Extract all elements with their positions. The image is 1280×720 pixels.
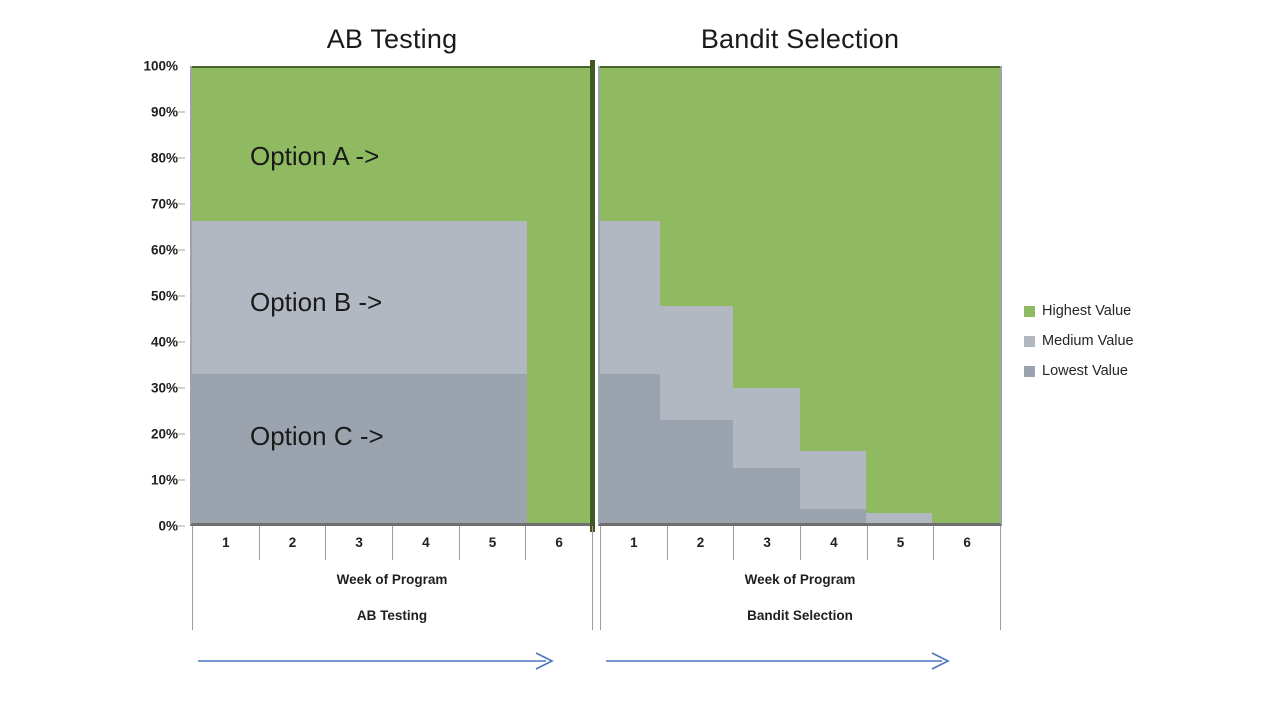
legend-swatch-icon xyxy=(1024,305,1035,317)
panel-title-bandit-selection: Bandit Selection xyxy=(700,24,900,54)
y-axis-tick-label: 60% xyxy=(150,242,178,258)
x-axis-tick-ab-week-2: 2 xyxy=(258,526,326,560)
x-axis-tick-ab-week-1: 1 xyxy=(192,526,259,560)
area-medium-bandit-step5 xyxy=(866,513,932,524)
legend-label: Highest Value xyxy=(1042,303,1132,319)
y-axis-tick-label: 10% xyxy=(150,472,178,488)
annotation-option-b: Option B -> xyxy=(250,287,383,317)
panel-title-ab-testing: AB Testing xyxy=(326,24,458,54)
progression-arrow-ab xyxy=(198,652,554,670)
legend-swatch-icon xyxy=(1024,365,1035,377)
y-axis-tick-label: 50% xyxy=(150,288,178,304)
y-axis-tick-label: 70% xyxy=(150,196,178,212)
legend-label: Lowest Value xyxy=(1042,363,1128,379)
y-axis-tick-mark xyxy=(178,341,185,343)
group-bracket-ab-right xyxy=(592,526,593,630)
x-axis-tick-bandit-week-3: 3 xyxy=(733,526,800,560)
legend-label: Medium Value xyxy=(1042,333,1134,349)
y-axis-tick-mark xyxy=(178,157,185,159)
y-axis-tick-label: 30% xyxy=(150,380,178,396)
x-axis-tick-bandit-week-5: 5 xyxy=(866,526,934,560)
x-axis-sublabel-ab: AB Testing xyxy=(356,608,428,623)
y-axis-tick-label: 90% xyxy=(150,104,178,120)
legend-item[interactable]: Medium Value xyxy=(1024,326,1134,356)
group-bracket-bandit-right xyxy=(1000,526,1001,630)
group-bracket-bandit-left xyxy=(600,526,601,630)
legend-item[interactable]: Highest Value xyxy=(1024,296,1134,326)
x-axis-tick-ab-week-4: 4 xyxy=(392,526,459,560)
plot-area-bandit-selection xyxy=(600,66,1000,524)
x-axis-tick-ab-week-5: 5 xyxy=(458,526,526,560)
x-axis-tick-bandit-week-4: 4 xyxy=(800,526,867,560)
y-axis-tick-mark xyxy=(178,387,185,389)
progression-arrow-bandit xyxy=(606,652,950,670)
group-bracket-ab-left xyxy=(192,526,193,630)
x-axis-tick-bandit-week-6: 6 xyxy=(933,526,1000,560)
x-axis-tick-bandit-week-2: 2 xyxy=(666,526,734,560)
y-axis-tick-label: 20% xyxy=(150,426,178,442)
area-medium-bandit-step2 xyxy=(660,306,733,438)
area-medium-bandit-step1 xyxy=(600,221,660,374)
panel-divider xyxy=(590,60,595,532)
x-axis-sublabel-bandit: Bandit Selection xyxy=(747,608,853,623)
y-axis: 100% 90% 80% 70% 60% 50% 40% 30% 20% 10% 0% xyxy=(120,58,186,534)
y-axis-tick-label: 40% xyxy=(150,334,178,350)
area-lowest-bandit-step4 xyxy=(800,509,866,524)
annotation-option-a: Option A -> xyxy=(250,141,380,171)
y-axis-tick-label: 100% xyxy=(143,58,178,74)
y-axis-tick-mark xyxy=(178,479,185,481)
area-lowest-bandit-step3 xyxy=(733,468,800,524)
area-lowest-ab xyxy=(192,374,527,524)
legend-item[interactable]: Lowest Value xyxy=(1024,356,1134,386)
y-axis-tick-mark xyxy=(178,433,185,435)
area-medium-bandit-step3 xyxy=(733,388,800,476)
area-lowest-bandit-step1 xyxy=(600,374,660,524)
x-axis-tick-ab-week-3: 3 xyxy=(325,526,392,560)
y-axis-tick-mark xyxy=(178,295,185,297)
area-lowest-bandit-step2 xyxy=(660,420,733,524)
area-medium-ab xyxy=(192,221,527,374)
area-highest-ab xyxy=(192,68,527,221)
y-axis-tick-mark xyxy=(178,249,185,251)
x-axis-tick-ab-week-6: 6 xyxy=(525,526,592,560)
x-axis-label-bandit: Week of Program xyxy=(744,572,856,587)
area-medium-bandit-step4 xyxy=(800,451,866,509)
y-axis-tick-label: 0% xyxy=(158,518,178,534)
annotation-option-c: Option C -> xyxy=(250,421,384,451)
x-axis-tick-bandit-week-1: 1 xyxy=(600,526,667,560)
y-axis-tick-label: 80% xyxy=(150,150,178,166)
y-axis-tick-mark xyxy=(178,111,185,113)
y-axis-tick-mark xyxy=(178,203,185,205)
legend-swatch-icon xyxy=(1024,335,1035,347)
plot-area-ab-testing xyxy=(192,66,592,524)
y-axis-tick-mark xyxy=(178,525,185,527)
x-axis-label-ab: Week of Program xyxy=(336,572,448,587)
